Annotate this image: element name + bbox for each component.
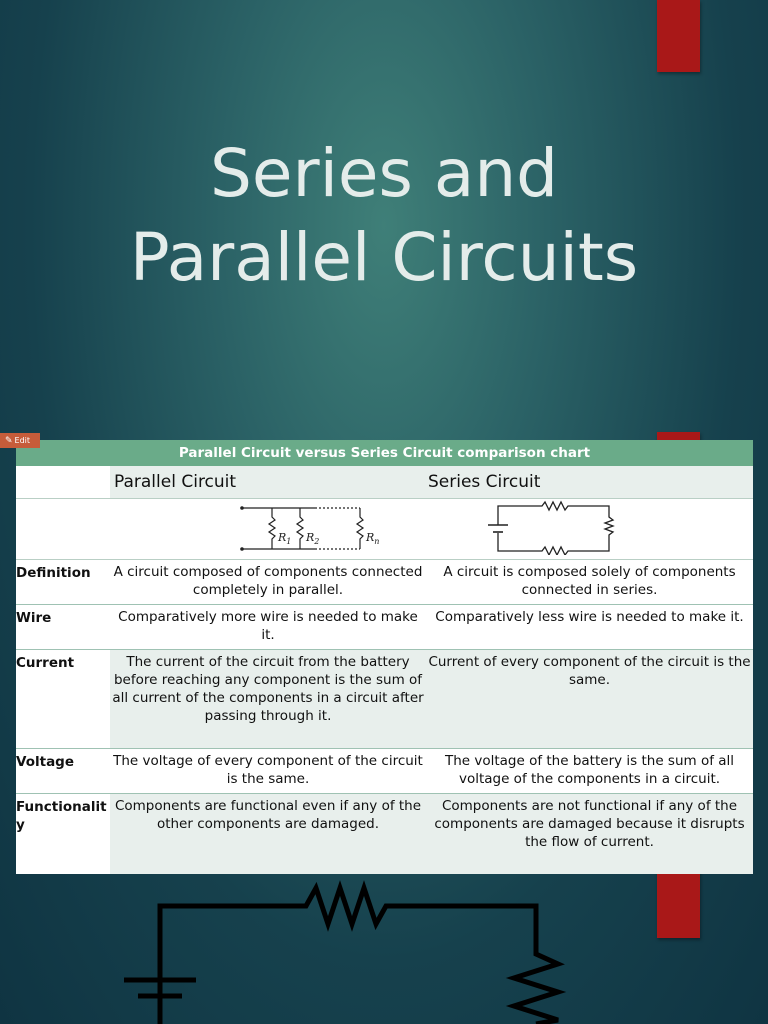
row-label-wire: Wire (16, 604, 110, 650)
label-rn: Rn (365, 531, 379, 546)
cell-parallel-functionality: Components are functional even if any of… (110, 793, 426, 874)
label-r1: R1 (277, 531, 291, 546)
header-parallel: Parallel Circuit (110, 466, 426, 499)
series-diagram-cell (426, 498, 753, 560)
edit-button[interactable]: ✎Edit (0, 433, 40, 448)
cell-parallel-current: The current of the circuit from the batt… (110, 649, 426, 749)
cell-parallel-wire: Comparatively more wire is needed to mak… (110, 604, 426, 650)
cell-series-definition: A circuit is composed solely of componen… (426, 559, 753, 605)
series-circuit-diagram (488, 500, 615, 557)
table-caption: Parallel Circuit versus Series Circuit c… (16, 440, 753, 466)
header-empty-cell (16, 466, 110, 499)
label-r2: R2 (305, 531, 319, 546)
accent-tab-top (657, 0, 700, 72)
diagram-empty-cell (16, 498, 110, 560)
parallel-circuit-diagram: R1 R2 Rn (240, 506, 379, 551)
cell-parallel-voltage: The voltage of every component of the ci… (110, 748, 426, 794)
edit-label: Edit (14, 436, 31, 445)
cell-series-voltage: The voltage of the battery is the sum of… (426, 748, 753, 794)
accent-tab-middle (657, 432, 700, 442)
cell-parallel-definition: A circuit composed of components connect… (110, 559, 426, 605)
comparison-table: Parallel Circuit versus Series Circuit c… (16, 440, 753, 874)
comparison-chart: Parallel Circuit versus Series Circuit c… (16, 440, 753, 874)
pencil-icon: ✎ (5, 436, 13, 446)
cell-series-functionality: Components are not functional if any of … (426, 793, 753, 874)
row-label-current: Current (16, 649, 110, 749)
row-label-functionality: Functionality (16, 793, 110, 874)
table-row: Voltage The voltage of every component o… (16, 748, 753, 794)
table-row: Current The current of the circuit from … (16, 649, 753, 749)
title-line-1: Series and (209, 135, 559, 212)
title-line-2: Parallel Circuits (129, 219, 639, 296)
table-row: Definition A circuit composed of compone… (16, 559, 753, 605)
cell-series-wire: Comparatively less wire is needed to mak… (426, 604, 753, 650)
header-series: Series Circuit (426, 466, 753, 499)
accent-tab-bottom (657, 866, 700, 938)
slide-title: Series and Parallel Circuits (0, 132, 768, 300)
table-row: Wire Comparatively more wire is needed t… (16, 604, 753, 650)
parallel-diagram-cell: R1 R2 Rn (110, 498, 426, 560)
cell-series-current: Current of every component of the circui… (426, 649, 753, 749)
decorative-circuit-diagram (124, 880, 567, 1024)
row-label-voltage: Voltage (16, 748, 110, 794)
table-row: Functionality Components are functional … (16, 793, 753, 874)
row-label-definition: Definition (16, 559, 110, 605)
